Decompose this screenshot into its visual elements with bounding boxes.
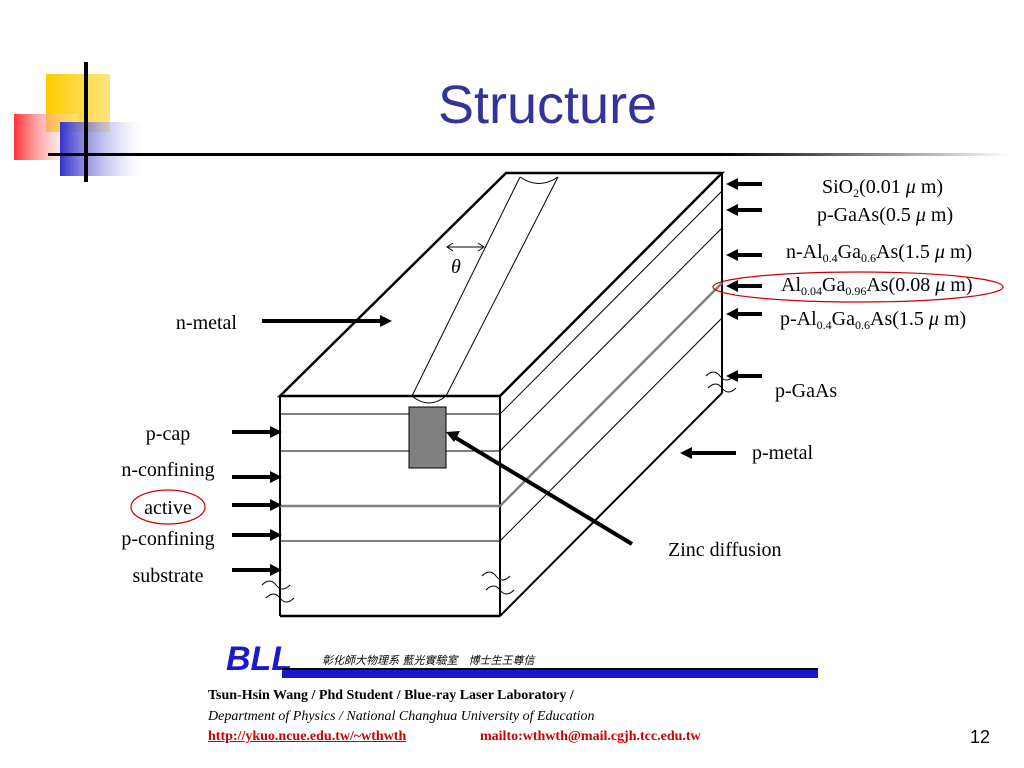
label-p-gaas-substrate: p-GaAs: [775, 380, 838, 402]
label-p-confining: p-confining: [121, 528, 215, 550]
label-n-algaas: n-Al0.4Ga0.6As(1.5 μ m): [786, 241, 973, 265]
homepage-link[interactable]: http://ykuo.ncue.edu.tw/~wthwth: [208, 729, 407, 744]
page-number: 12: [969, 727, 990, 747]
bll-logo-underline: [282, 668, 818, 678]
theta-label: θ: [451, 256, 461, 278]
slide-title: Structure: [438, 75, 658, 135]
label-active: active: [144, 497, 192, 519]
label-n-metal: n-metal: [175, 312, 237, 334]
label-n-confining: n-confining: [121, 459, 215, 481]
department-line: Department of Physics / National Changhu…: [208, 709, 595, 724]
author-line: Tsun-Hsin Wang / Phd Student / Blue-ray …: [208, 688, 574, 703]
label-p-algaas: p-Al0.4Ga0.6As(1.5 μ m): [780, 308, 967, 332]
label-zinc-diffusion: Zinc diffusion: [668, 539, 782, 561]
active-layer-highlight-left: [130, 489, 206, 525]
label-active-algaas: Al0.04Ga0.96As(0.08 μ m): [781, 274, 973, 298]
lab-chinese-text: 彰化師大物理系 藍光實驗室 博士生王尊信: [322, 654, 535, 667]
laser-structure-diagram: [130, 171, 1004, 618]
bll-logo: BLL: [226, 640, 293, 678]
label-p-metal: p-metal: [752, 442, 814, 464]
label-substrate: substrate: [132, 565, 204, 587]
zinc-diffusion-region: [408, 406, 447, 469]
label-p-gaas-cap: p-GaAs(0.5 μ m): [817, 204, 954, 226]
label-p-cap: p-cap: [145, 423, 191, 445]
active-layer-highlight-right: [712, 271, 1004, 303]
corner-logo-icon: [14, 62, 1010, 182]
label-sio2: SiO2(0.01 μ m): [822, 176, 944, 200]
email-link[interactable]: mailto:wthwth@mail.cgjh.tcc.edu.tw: [480, 729, 701, 744]
